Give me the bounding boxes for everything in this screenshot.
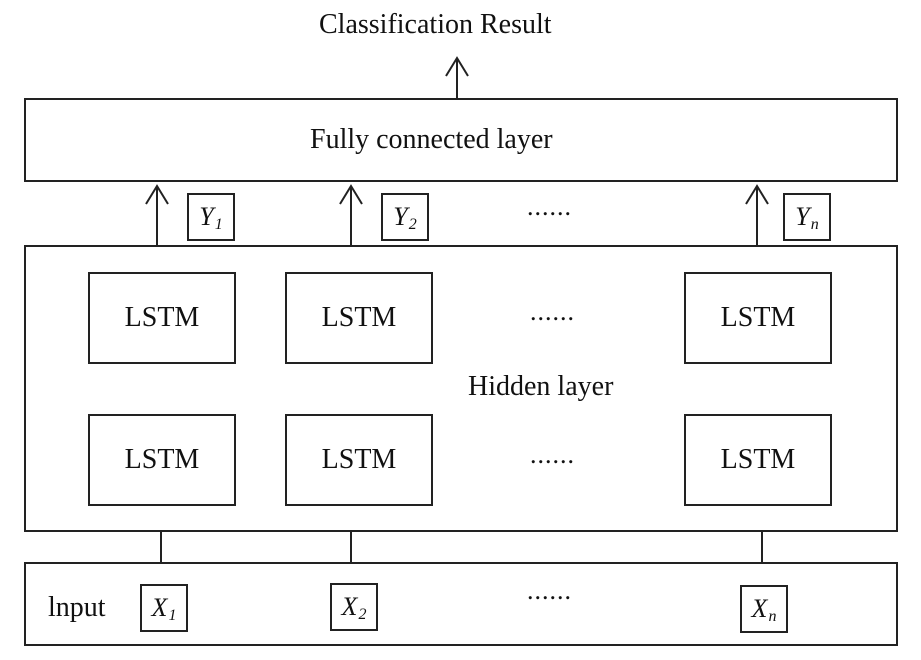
input-ellipsis: ...... bbox=[527, 576, 572, 605]
lstm-bottom-1: LSTM bbox=[88, 414, 236, 506]
lstm-top-ellipsis: ...... bbox=[530, 297, 575, 326]
fully-connected-layer-box bbox=[24, 98, 898, 182]
lstm-bottom-n: LSTM bbox=[684, 414, 832, 506]
fully-connected-layer-label: Fully connected layer bbox=[310, 124, 553, 155]
input-layer-label: lnput bbox=[48, 592, 106, 623]
lstm-top-n: LSTM bbox=[684, 272, 832, 364]
lstm-bottom-ellipsis: ...... bbox=[530, 440, 575, 469]
output-ellipsis: ...... bbox=[527, 192, 572, 221]
classification-result-title: Classification Result bbox=[319, 9, 552, 40]
lstm-top-1: LSTM bbox=[88, 272, 236, 364]
hidden-layer-label: Hidden layer bbox=[468, 371, 614, 402]
lstm-bottom-2: LSTM bbox=[285, 414, 433, 506]
lstm-top-2: LSTM bbox=[285, 272, 433, 364]
